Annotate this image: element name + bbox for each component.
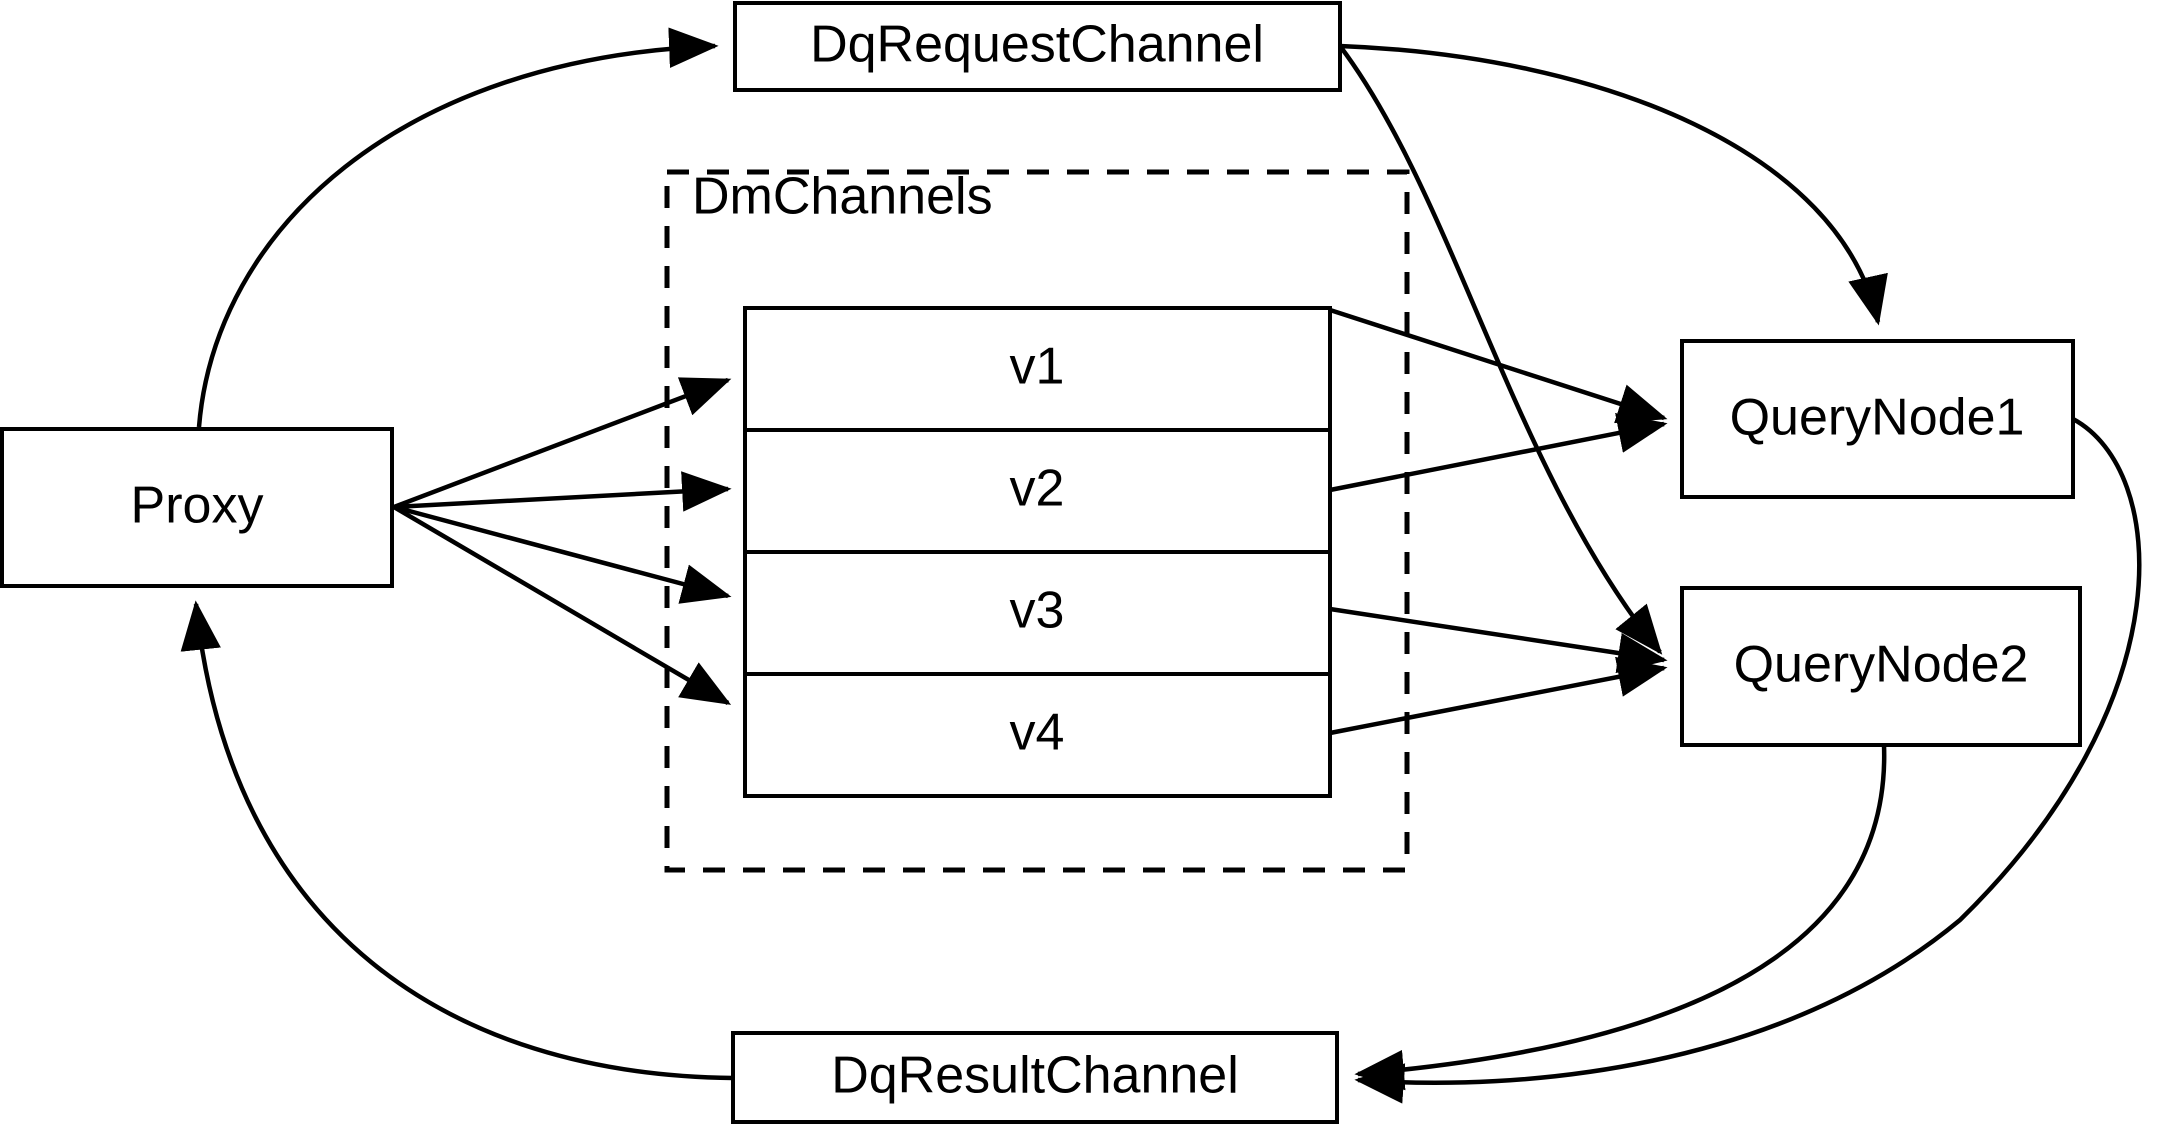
node-querynode1-box: [1680, 339, 2075, 499]
edge-proxy-to-dqrequestchannel: [196, 27, 719, 428]
dm-channel-label-v4: v4: [1010, 704, 1065, 762]
dm-channel-label-v3: v3: [1010, 582, 1065, 640]
edge-querynode2-to-dqresultchannel: [1354, 744, 1887, 1091]
node-querynode2-box: [1680, 586, 2082, 747]
edge-v3-to-querynode2: [1329, 606, 1668, 674]
dm-channel-label-v2: v2: [1010, 460, 1065, 518]
edge-proxy-to-v4: [392, 505, 732, 705]
dmchannels-group-label: DmChannels: [692, 168, 993, 226]
node-dqresultchannel-label: DqResultChannel: [831, 1047, 1239, 1105]
node-dqrequestchannel-box: [733, 1, 1342, 92]
edge-proxy-to-v2: [393, 471, 732, 512]
edge-proxy-to-v1: [393, 377, 732, 510]
edge-proxy-to-v3: [393, 504, 732, 604]
node-dqrequestchannel-label: DqRequestChannel: [810, 16, 1264, 74]
dm-channel-label-v1: v1: [1010, 338, 1065, 396]
edge-v2-to-querynode1: [1329, 413, 1668, 493]
dmchannels-group-box: [664, 169, 1410, 873]
edge-dqresultchannel-to-proxy: [180, 600, 734, 1081]
node-proxy-label: Proxy: [131, 477, 264, 535]
node-querynode2-label: QueryNode2: [1734, 636, 2029, 694]
edge-querynode1-to-dqresultchannel: [1354, 417, 2142, 1104]
edge-dqrequestchannel-to-querynode1: [1339, 43, 1888, 326]
node-querynode1-label: QueryNode1: [1730, 389, 2025, 447]
node-dqresultchannel-box: [731, 1031, 1339, 1124]
edge-v1-to-querynode1: [1329, 307, 1668, 424]
node-proxy-box: [0, 427, 394, 588]
edge-dqrequestchannel-to-querynode2: [1338, 44, 1663, 655]
edge-v4-to-querynode2: [1329, 656, 1668, 736]
